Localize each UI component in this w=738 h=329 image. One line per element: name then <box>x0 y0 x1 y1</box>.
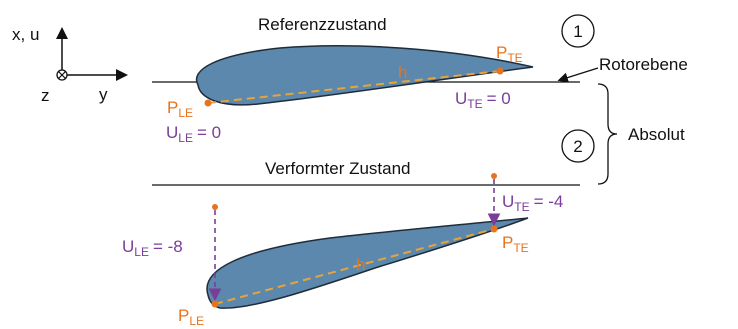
reference-le-point <box>204 99 212 107</box>
deformed-chord-line <box>214 228 495 305</box>
deformed-le-point-label: PLE <box>178 306 204 328</box>
deformed-te-origin-point <box>491 173 497 179</box>
deformed-le-origin-point <box>212 204 218 210</box>
coordinate-system: x, u y z <box>12 25 128 105</box>
reference-le-point-label: PLE <box>167 98 193 120</box>
x-axis-label: x, u <box>12 25 39 44</box>
reference-te-displacement: UTE= 0 <box>455 89 511 111</box>
reference-state-title: Referenzzustand <box>258 15 387 34</box>
rotor-plane-label: Rotorebene <box>599 55 688 74</box>
deformed-te-displacement: UTE= -4 <box>502 192 563 214</box>
deformed-state-title: Verformter Zustand <box>265 159 411 178</box>
y-axis-label: y <box>99 85 108 104</box>
deformed-te-point-label: PTE <box>502 233 529 255</box>
absolute-label: Absolut <box>628 125 685 144</box>
absolute-brace <box>597 83 618 185</box>
state-2-number: 2 <box>573 137 582 156</box>
rotor-plane-pointer <box>557 67 599 83</box>
state-2-marker: 2 <box>561 129 595 163</box>
state-1-marker: 1 <box>561 14 595 48</box>
reference-te-point <box>496 67 504 75</box>
reference-chord-label: h <box>398 63 407 82</box>
deformed-le-point <box>211 300 219 308</box>
reference-te-point-label: PTE <box>496 43 523 65</box>
z-axis-label: z <box>41 86 50 105</box>
reference-chord-line <box>207 70 501 104</box>
reference-airfoil <box>195 45 534 106</box>
deformed-le-displacement: ULE= -8 <box>122 237 183 259</box>
deformed-te-point <box>490 225 498 233</box>
reference-le-displacement: ULE= 0 <box>166 123 221 145</box>
deformed-chord-label: h <box>356 255 365 274</box>
state-1-number: 1 <box>573 22 582 41</box>
